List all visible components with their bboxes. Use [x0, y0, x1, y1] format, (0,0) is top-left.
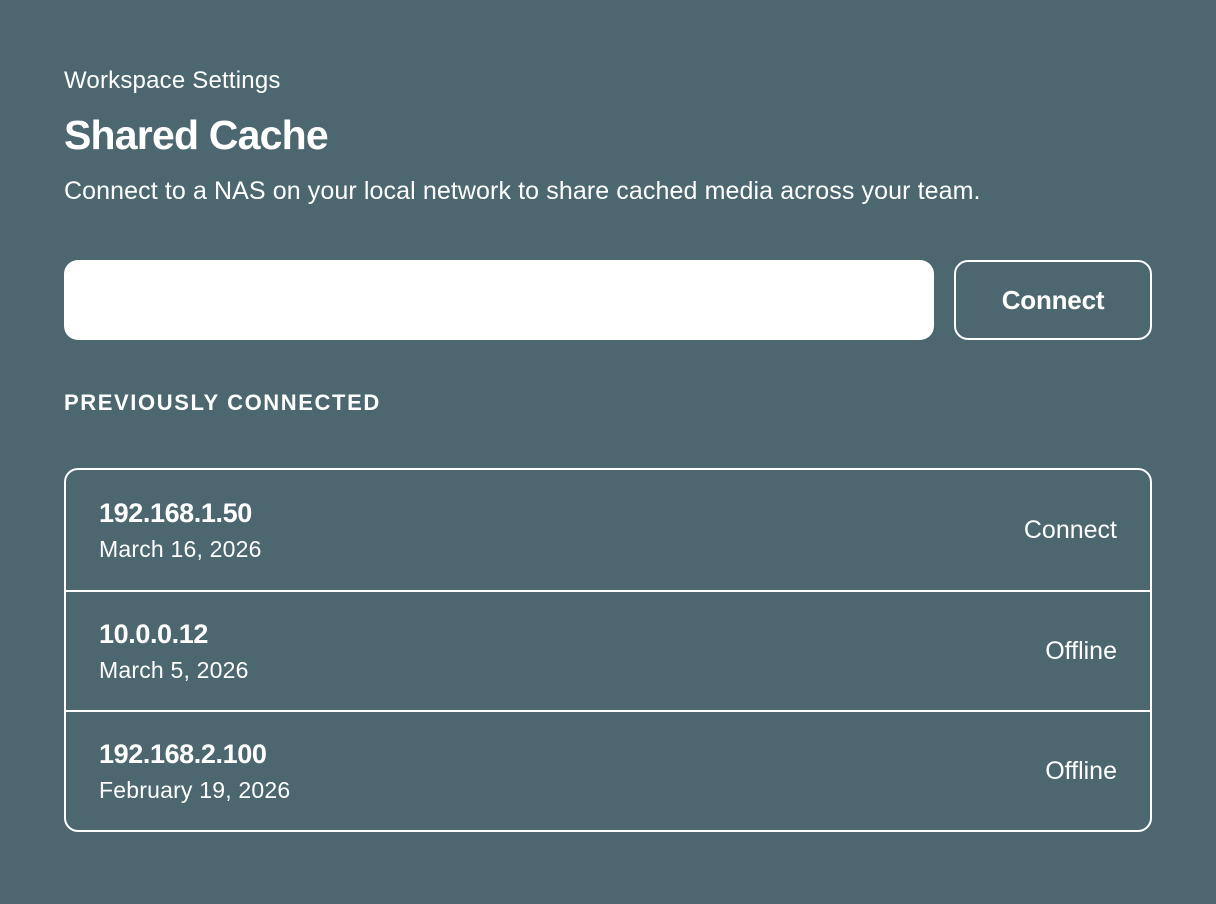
connect-form: Connect — [64, 260, 1152, 340]
offline-status-label: Offline — [1045, 757, 1117, 785]
list-item-text: 192.168.2.100 February 19, 2026 — [99, 737, 290, 805]
list-item-text: 192.168.1.50 March 16, 2026 — [99, 496, 262, 564]
list-item: 10.0.0.12 March 5, 2026 Offline — [66, 590, 1150, 710]
nas-host-address: 10.0.0.12 — [99, 619, 209, 649]
previous-connections-list: 192.168.1.50 March 16, 2026 Connect 10.0… — [64, 468, 1152, 832]
nas-host-address: 192.168.1.50 — [99, 498, 252, 528]
last-connected-date: March 5, 2026 — [99, 657, 249, 683]
connect-button[interactable]: Connect — [954, 260, 1152, 340]
page-description: Connect to a NAS on your local network t… — [64, 177, 981, 205]
breadcrumb: Workspace Settings — [64, 67, 281, 94]
reconnect-button[interactable]: Connect — [1024, 513, 1117, 547]
last-connected-date: February 19, 2026 — [99, 777, 291, 803]
nas-address-input[interactable] — [64, 260, 934, 340]
list-item-text: 10.0.0.12 March 5, 2026 — [99, 617, 249, 685]
offline-status-label: Offline — [1045, 637, 1117, 665]
list-item: 192.168.2.100 February 19, 2026 Offline — [66, 710, 1150, 830]
page-title: Shared Cache — [64, 112, 329, 158]
shared-cache-settings-page: Workspace Settings Shared Cache Connect … — [64, 64, 1152, 832]
nas-host-address: 192.168.2.100 — [99, 739, 267, 769]
section-heading-previously-connected: PREVIOUSLY CONNECTED — [64, 390, 381, 415]
last-connected-date: March 16, 2026 — [99, 536, 262, 562]
list-item: 192.168.1.50 March 16, 2026 Connect — [66, 470, 1150, 590]
